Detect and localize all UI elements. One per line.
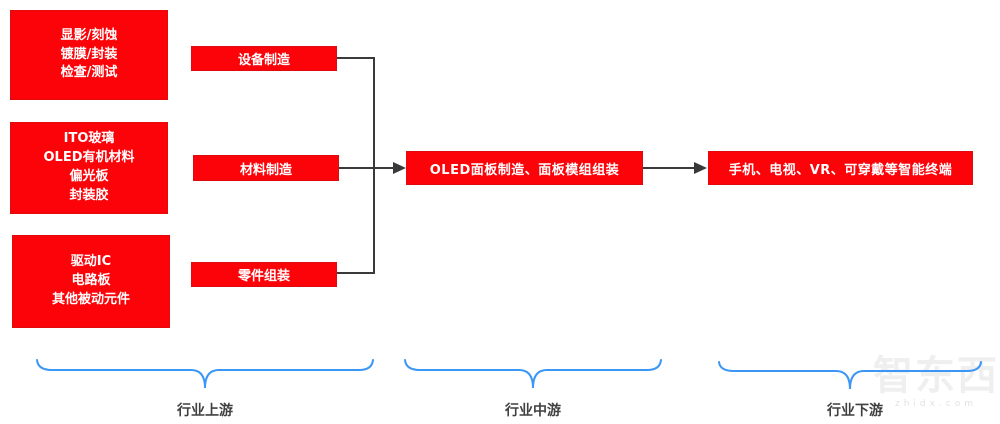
brace-downstream bbox=[718, 361, 982, 390]
category-box-equipment-manufacturing: 设备制造 bbox=[191, 46, 337, 71]
upstream-box-components: 驱动IC 电路板 其他被动元件 bbox=[12, 235, 170, 328]
brace-midstream bbox=[404, 359, 662, 389]
upstream-box-materials: ITO玻璃 OLED有机材料 偏光板 封装胶 bbox=[10, 122, 168, 214]
bus-connector-line bbox=[337, 57, 375, 274]
category-box-material-manufacturing: 材料制造 bbox=[193, 155, 339, 181]
arrowhead-to-midstream-icon bbox=[393, 162, 406, 174]
segment-label-upstream: 行业上游 bbox=[177, 403, 233, 419]
upstream-box-equipment-processes: 显影/刻蚀 镀膜/封装 检查/测试 bbox=[10, 10, 168, 100]
brace-upstream bbox=[36, 359, 374, 389]
segment-label-downstream: 行业下游 bbox=[827, 403, 883, 419]
category-box-parts-assembly: 零件组装 bbox=[191, 262, 337, 287]
segment-label-midstream: 行业中游 bbox=[505, 403, 561, 419]
downstream-box-smart-terminals: 手机、电视、VR、可穿戴等智能终端 bbox=[708, 151, 973, 185]
midstream-box-panel-manufacturing: OLED面板制造、面板模组组装 bbox=[406, 151, 643, 185]
arrowhead-to-downstream-icon bbox=[694, 162, 707, 174]
